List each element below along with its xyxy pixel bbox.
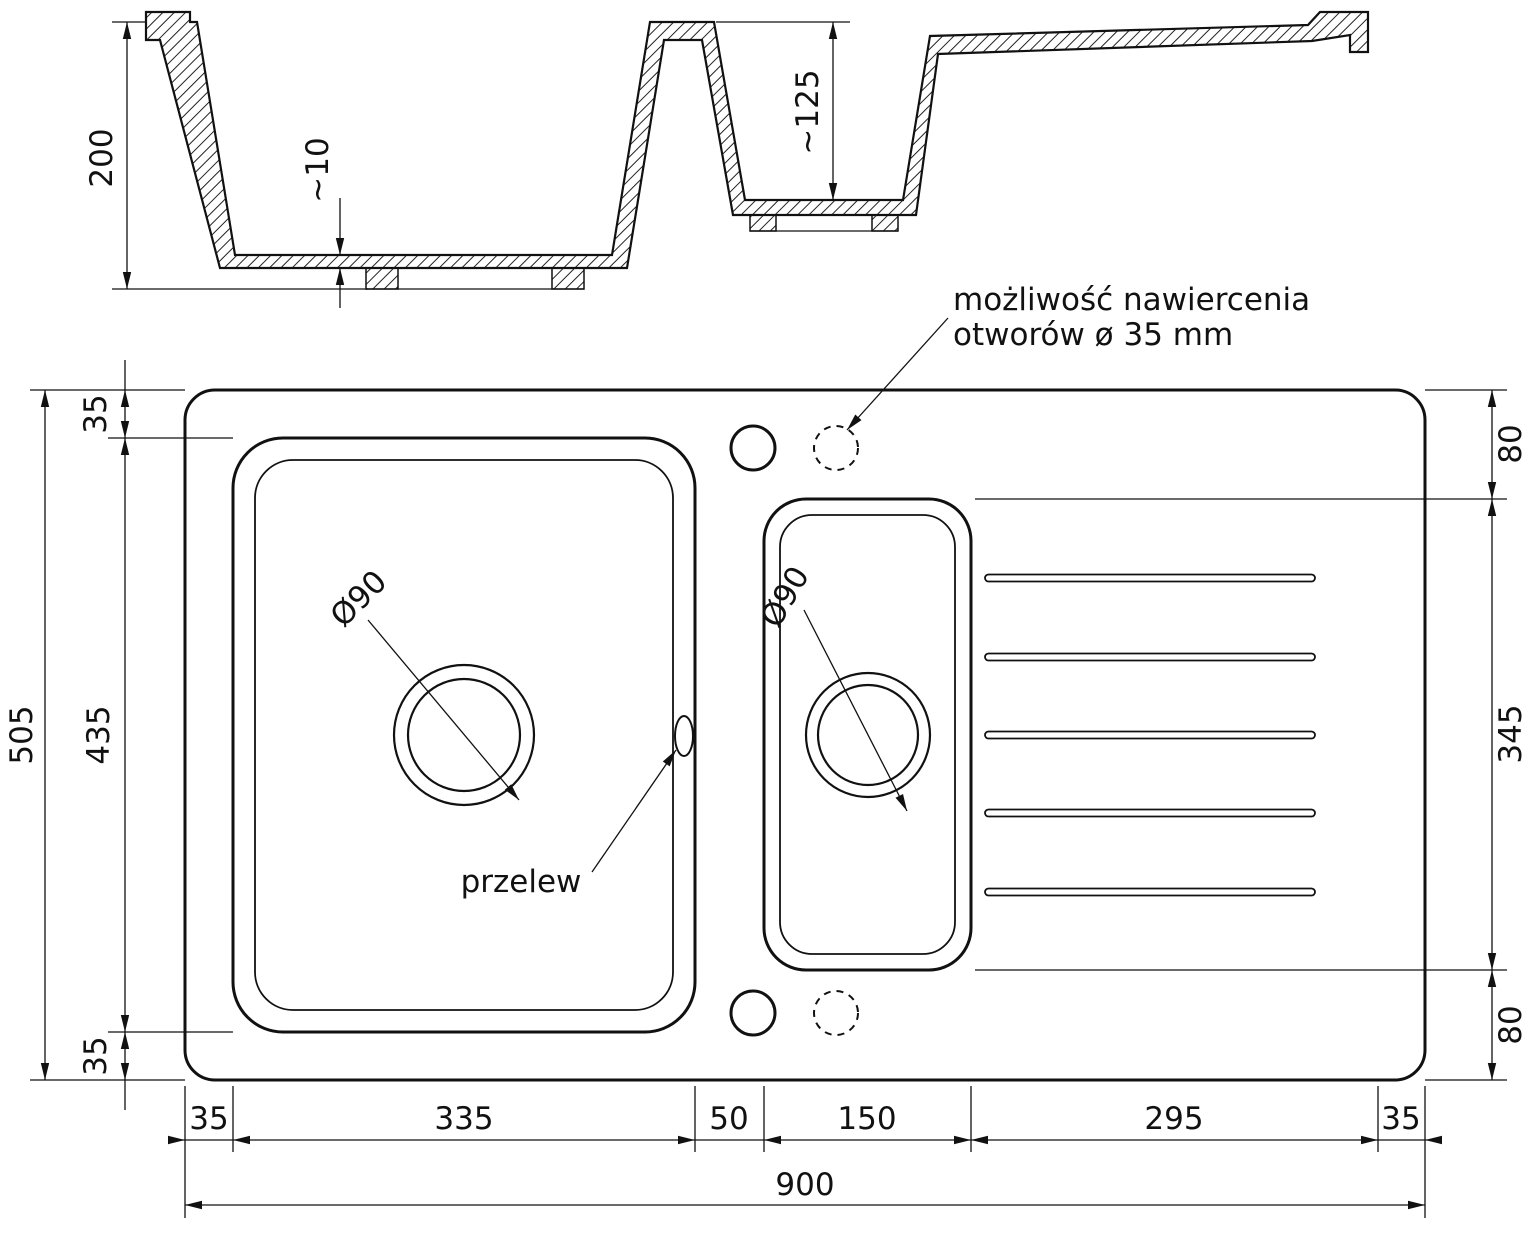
dim-bottom-thickness: ~10 <box>300 137 345 308</box>
dim-right-top-label: 80 <box>1493 424 1529 463</box>
cross-section-profile <box>144 10 1370 270</box>
main-drain-callout: Ø90 <box>324 564 523 803</box>
dim-bottom-offset-label: 35 <box>78 1036 114 1075</box>
dim-overall-width-label: 505 <box>4 705 40 764</box>
dim-total-depth: 200 <box>84 21 368 290</box>
dim-seg-5: 295 <box>1144 1101 1203 1137</box>
dim-seg-6: 35 <box>1381 1101 1420 1137</box>
overflow-label: przelew <box>461 864 582 900</box>
dim-seg-1: 35 <box>189 1101 228 1137</box>
dim-right-bottom-label: 80 <box>1493 1005 1529 1044</box>
small-bowl <box>762 497 973 972</box>
plan-view: Ø90 Ø90 przelew możliwość nawiercenia ot… <box>4 282 1529 1218</box>
drill-note-line1: możliwość nawiercenia <box>953 282 1310 318</box>
main-bowl-drain-section <box>365 267 585 290</box>
left-dimensions: 505 35 435 35 <box>4 360 233 1110</box>
drill-note: możliwość nawiercenia otworów ø 35 mm <box>843 282 1310 433</box>
bottom-dimensions: 35 335 50 150 295 35 900 <box>168 1086 1442 1218</box>
small-bowl-drain <box>804 671 932 799</box>
dim-small-bowl-depth-label: ~125 <box>790 69 826 154</box>
dim-seg-3: 50 <box>709 1101 748 1137</box>
dim-total-depth-label: 200 <box>84 128 120 187</box>
dim-bottom-thickness-label: ~10 <box>300 137 336 202</box>
cross-section-view: 200 ~10 ~125 <box>84 10 1370 308</box>
main-bowl-drain <box>392 663 536 807</box>
small-drain-callout: Ø90 <box>754 560 911 813</box>
optional-hole-top <box>813 425 859 471</box>
overflow-callout: przelew <box>461 747 680 900</box>
drill-note-line2: otworów ø 35 mm <box>953 317 1233 353</box>
dim-top-offset-label: 35 <box>78 394 114 433</box>
tap-holes <box>729 424 859 1037</box>
tap-hole-bottom <box>729 989 777 1037</box>
dim-seg-4: 150 <box>837 1101 896 1137</box>
sink-outline <box>183 388 1427 1082</box>
main-bowl <box>231 436 697 1034</box>
tap-hole-top <box>729 424 777 472</box>
dim-overall-length-label: 900 <box>775 1167 834 1203</box>
right-dimensions: 80 345 80 <box>975 389 1529 1081</box>
dim-seg-2: 335 <box>434 1101 493 1137</box>
overflow-slot <box>674 715 694 757</box>
optional-hole-bottom <box>813 990 859 1036</box>
dim-small-bowl-depth: ~125 <box>716 21 850 200</box>
dim-small-bowl-length-label: 345 <box>1493 704 1529 763</box>
dim-main-bowl-width-label: 435 <box>81 705 117 764</box>
small-bowl-drain-section <box>749 214 899 232</box>
main-drain-label: Ø90 <box>324 564 395 635</box>
drainer-grooves <box>984 573 1316 897</box>
